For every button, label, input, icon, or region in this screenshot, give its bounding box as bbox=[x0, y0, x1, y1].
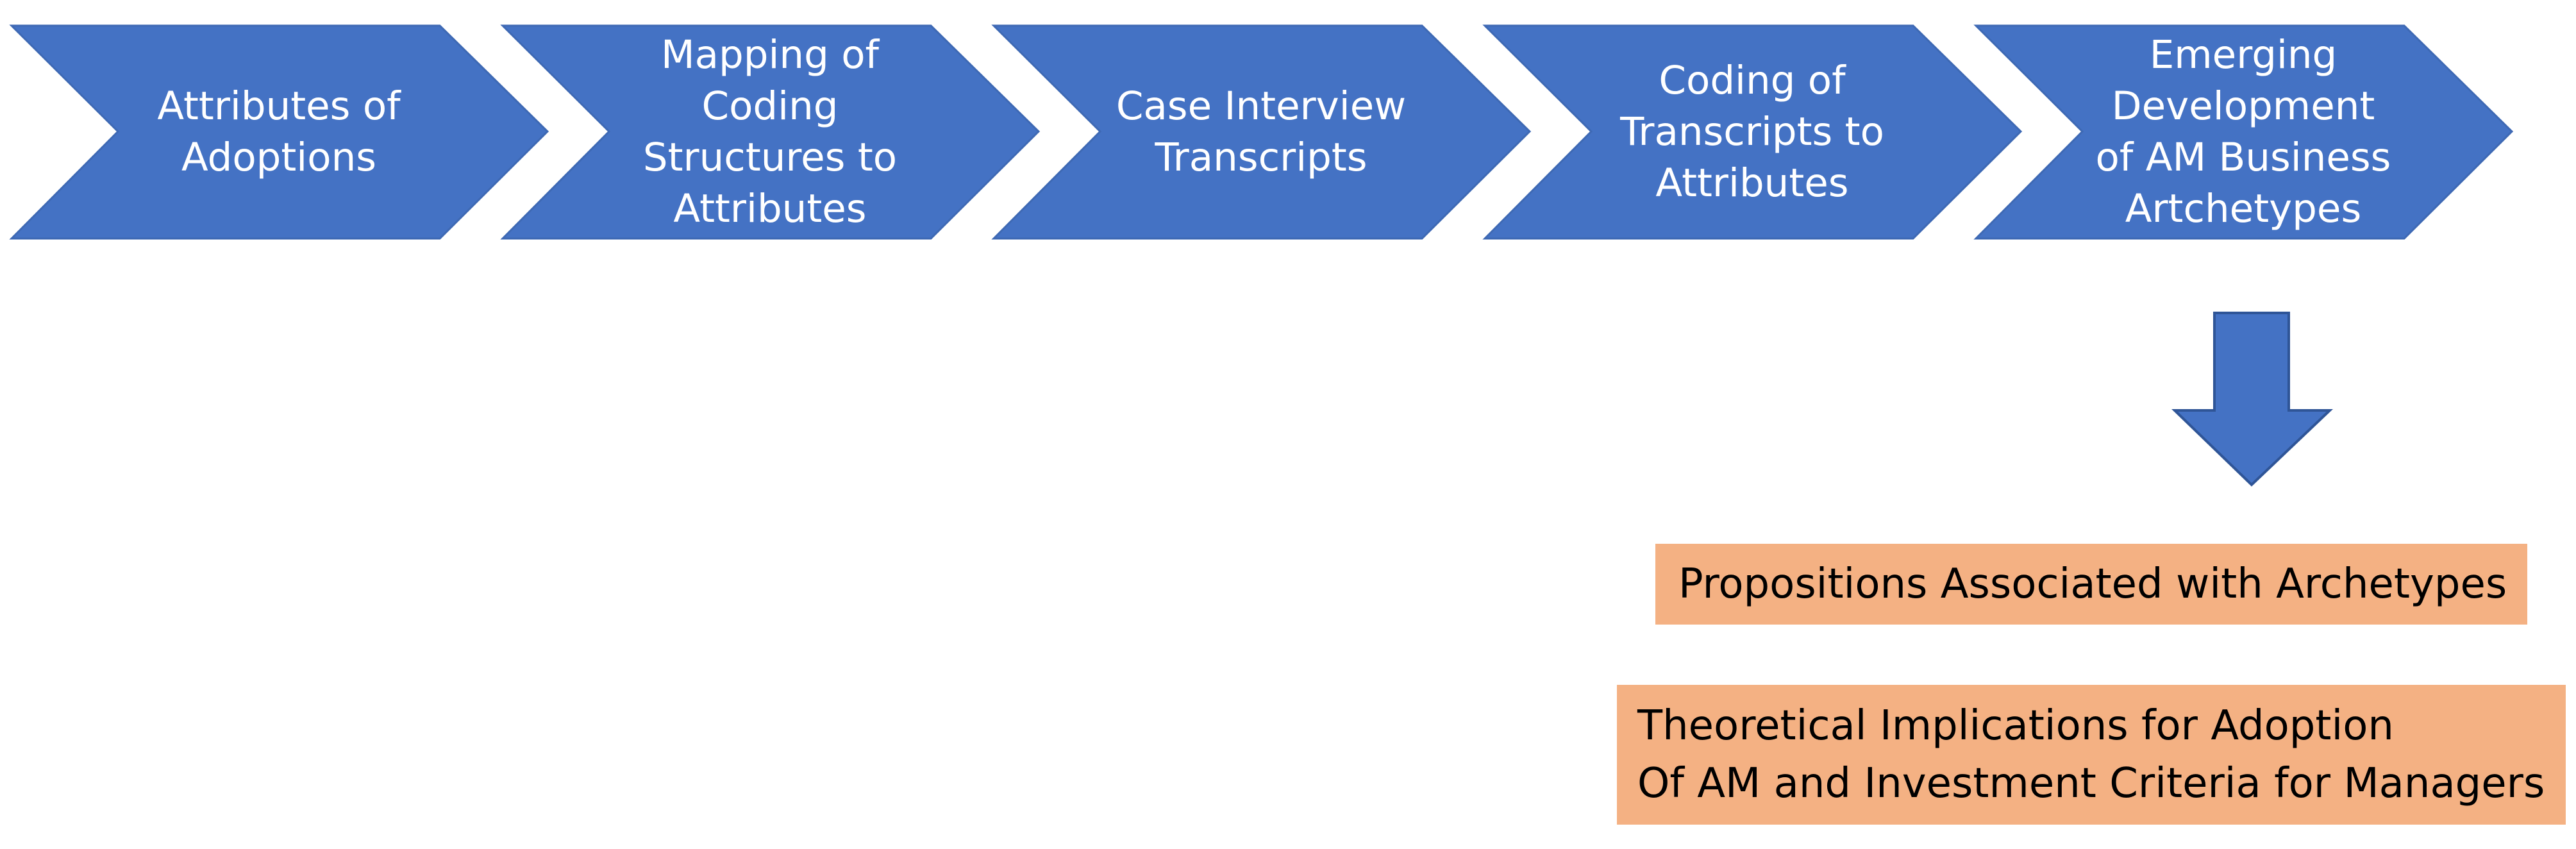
chevron-step-2 bbox=[500, 24, 1041, 240]
chevron-step-5-label: Emerging Development of AM Business Artc… bbox=[2095, 32, 2391, 231]
implications-box: Theoretical Implications for Adoption Of… bbox=[1617, 685, 2566, 825]
chevron-step-3-label: Case Interview Transcripts bbox=[1116, 83, 1407, 180]
chevron-step-5 bbox=[1973, 24, 2514, 240]
chevron-step-4 bbox=[1482, 24, 2023, 240]
chevron-step-3 bbox=[991, 24, 1532, 240]
chevron-step-1-label: Attributes of Adoptions bbox=[157, 83, 401, 180]
propositions-text: Propositions Associated with Archetypes bbox=[1678, 560, 2507, 608]
implications-text: Theoretical Implications for Adoption Of… bbox=[1637, 702, 2545, 807]
chevron-step-2-label: Mapping of Coding Structures to Attribut… bbox=[642, 32, 898, 231]
propositions-box: Propositions Associated with Archetypes bbox=[1655, 544, 2527, 625]
chevron-step-1 bbox=[9, 24, 549, 240]
down-arrow-icon bbox=[2171, 312, 2334, 487]
chevron-step-4-label: Coding of Transcripts to Attributes bbox=[1620, 58, 1884, 206]
